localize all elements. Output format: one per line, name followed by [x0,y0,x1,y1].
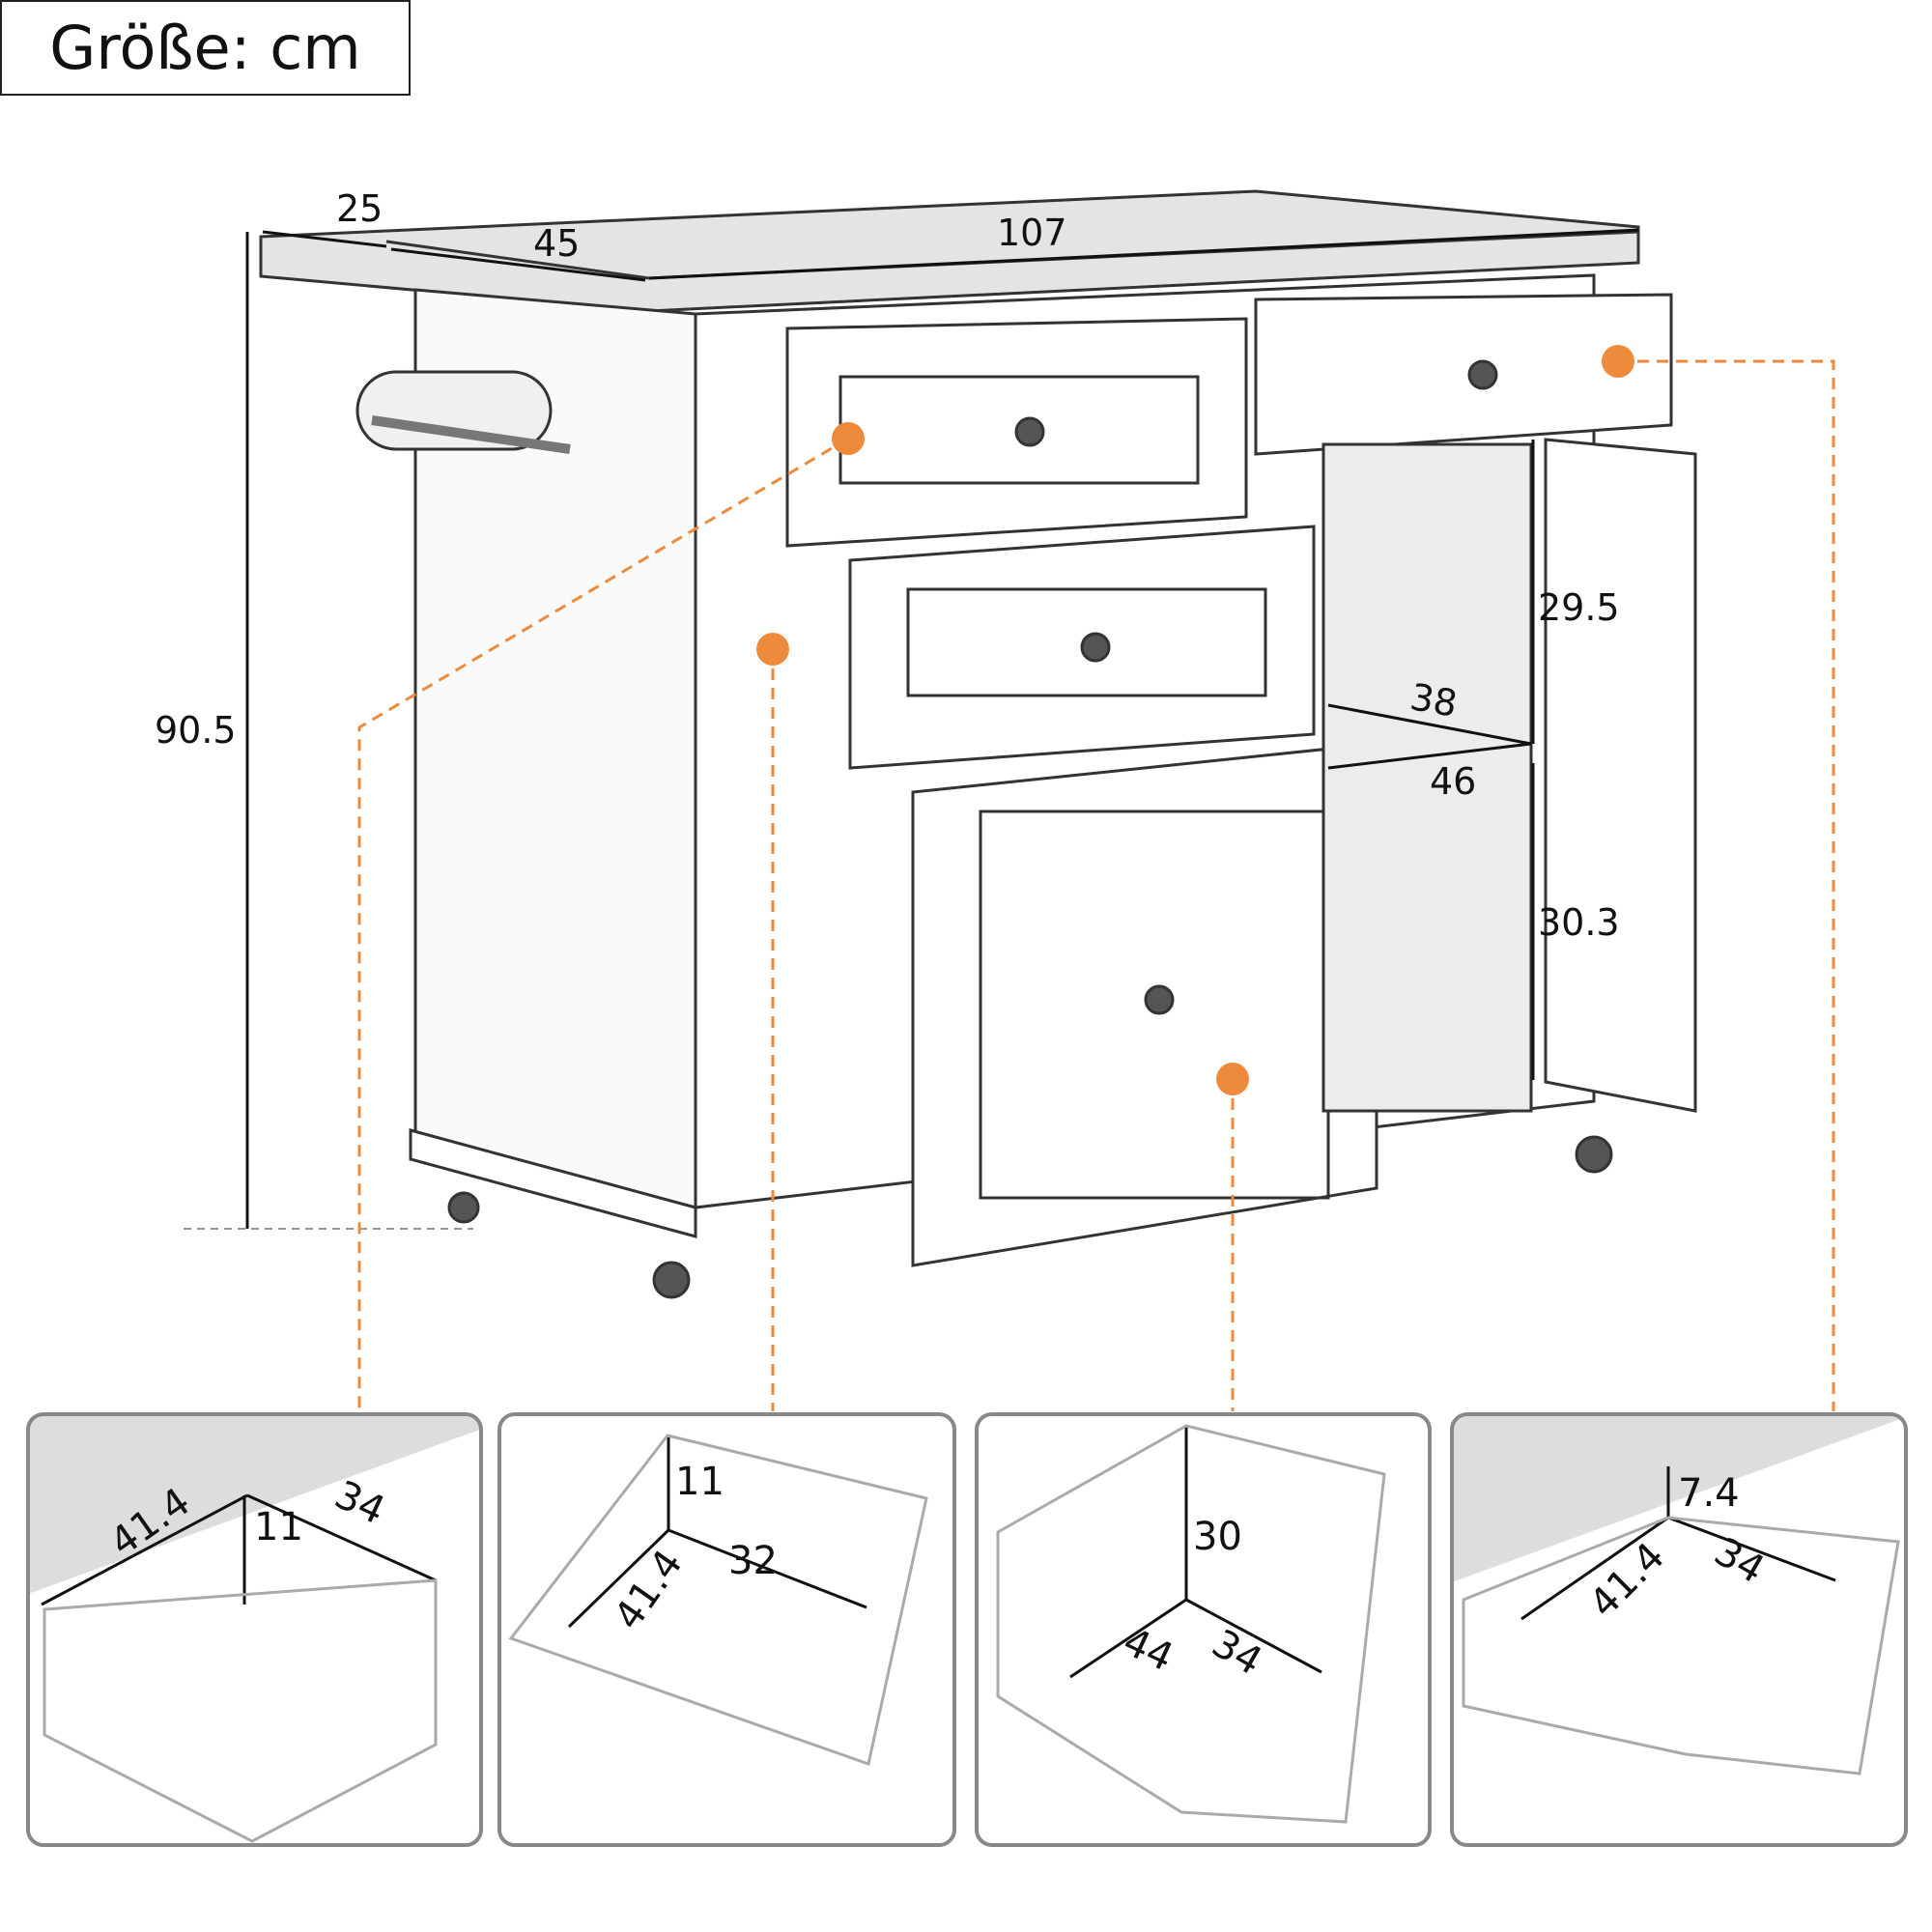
detail-panel-wine-rack-drawer: 41.4 11 34 [26,1412,483,1847]
dim-width: 107 [997,212,1067,254]
detail-panel-bottom-drawer: 30 44 34 [975,1412,1432,1847]
panel2-width-label: 32 [728,1539,778,1583]
dim-height: 90.5 [155,709,237,752]
size-unit-title: Größe: cm [0,0,411,96]
panel2-height-label: 11 [675,1460,724,1504]
dim-cabinet-shelf-depth: 38 [1406,675,1461,725]
panel4-height-label: 7.4 [1678,1471,1740,1516]
leader-line-1 [357,437,849,1411]
top-right-drawer [1254,293,1673,456]
leader-line-4 [1618,359,1835,1411]
cabinet-door [1544,438,1697,1113]
callout-dot-1 [832,422,865,455]
dim-extension-depth: 25 [336,187,384,230]
callout-dot-4 [1602,345,1634,378]
dim-cabinet-lower-height: 30.3 [1538,901,1620,944]
bottom-drawer [911,742,1378,1267]
dim-cabinet-width: 46 [1430,760,1477,803]
callout-dot-3 [1216,1063,1249,1095]
panel1-height-label: 11 [254,1505,303,1549]
callout-dot-2 [756,633,789,666]
panel3-height-label: 30 [1193,1515,1242,1559]
detail-panel-middle-drawer: 11 32 41.4 [497,1412,956,1847]
dim-cabinet-upper-height: 29.5 [1538,586,1620,629]
countertop [259,189,1640,313]
detail-panel-top-right-drawer: 7.4 41.4 34 [1450,1412,1908,1847]
dim-depth: 45 [533,222,581,265]
